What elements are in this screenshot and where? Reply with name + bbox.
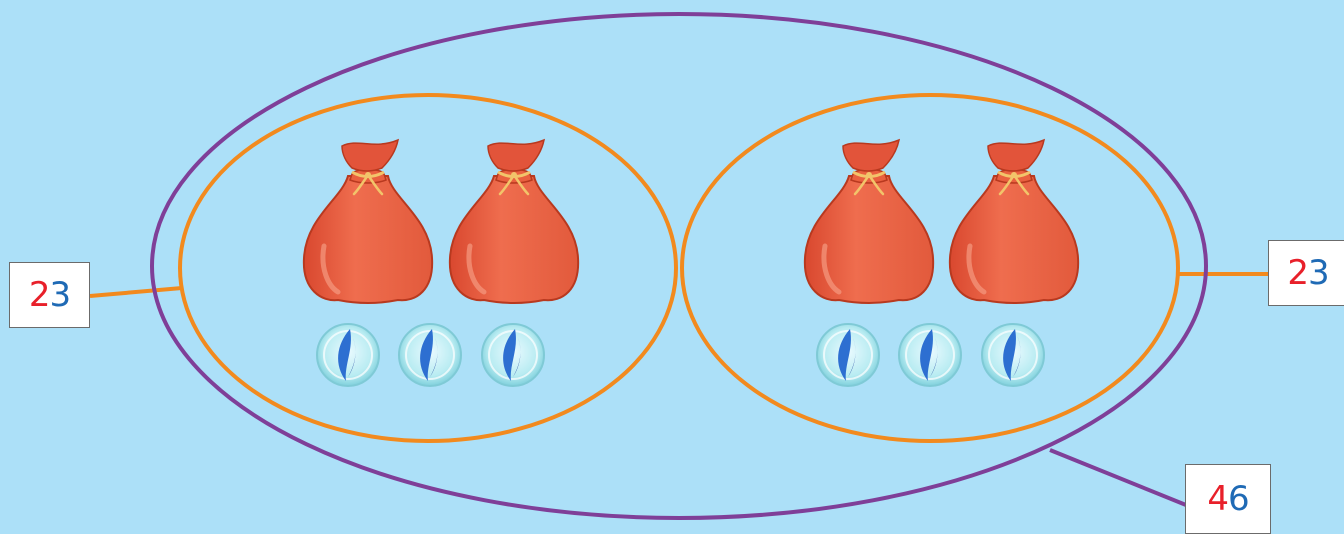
marble-icon [817,324,879,386]
bag-icon [450,140,578,303]
marble-icon [482,324,544,386]
marble-icon [982,324,1044,386]
left-ones-digit: 3 [50,275,71,315]
bag-icon [304,140,432,303]
total-ones-digit: 6 [1228,479,1249,519]
total-tens-digit: 4 [1207,479,1228,519]
marble-icon [899,324,961,386]
marble-icon [317,324,379,386]
bag-icon [950,140,1078,303]
right-tens-digit: 2 [1287,253,1308,293]
left-tens-digit: 2 [29,275,50,315]
connector-line-left [90,288,182,296]
bag-icon [805,140,933,303]
connector-line-total [1050,450,1186,505]
marble-icon [399,324,461,386]
right-ones-digit: 3 [1308,253,1329,293]
